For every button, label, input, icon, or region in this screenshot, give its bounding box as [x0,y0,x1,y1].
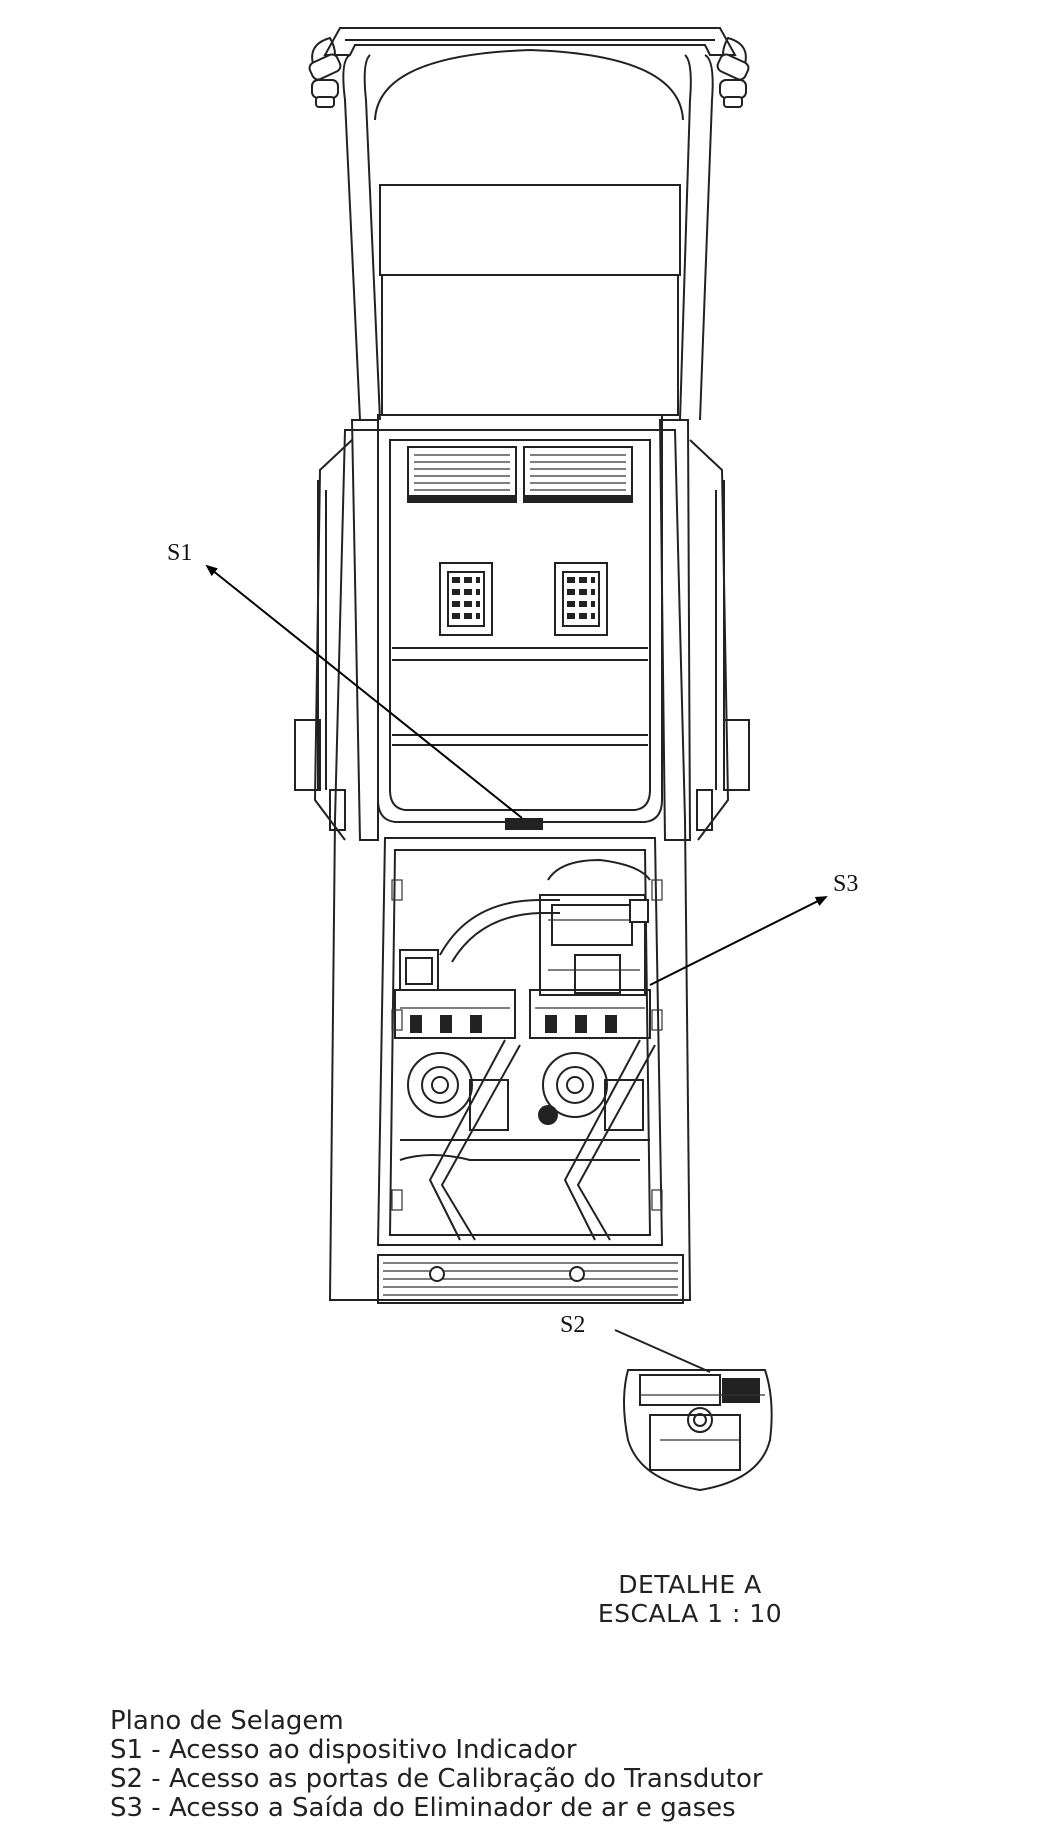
right-lamp [716,36,750,108]
legend-item-s3: S3 - Acesso a Saída do Eliminador de ar … [110,1793,736,1823]
detail-scale: ESCALA 1 : 10 [597,1599,783,1628]
detail-title: DETALHE A [618,1570,762,1599]
s2-label: S2 [560,1312,585,1338]
sealing-plan-legend: Plano de Selagem S1 - Acesso ao disposit… [110,1707,763,1823]
s1-label: S1 [167,540,192,566]
canopy-panels [379,184,681,416]
s1-callout-arrow [205,564,523,819]
legend-item-s2: S2 - Acesso as portas de Calibração do T… [110,1764,763,1794]
dispenser-body [294,414,750,1304]
canopy-frame [323,27,737,421]
detail-a-view [614,1329,773,1492]
legend-title: Plano de Selagem [110,1706,344,1736]
legend-item-s1: S1 - Acesso ao dispositivo Indicador [110,1735,577,1765]
s3-callout-arrow [649,896,828,986]
left-lamp [308,36,342,108]
s3-label: S3 [833,871,858,897]
